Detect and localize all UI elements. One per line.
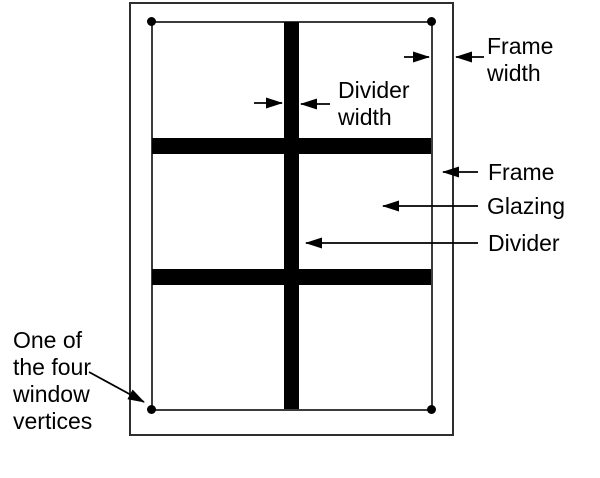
window-vertex-dot-top-left <box>147 17 156 26</box>
divider-label: Divider <box>488 230 560 256</box>
horizontal-divider-bar-2 <box>152 269 431 285</box>
outer-frame-rect <box>129 2 454 436</box>
frame-label: Frame <box>488 159 555 185</box>
window-vertex-dot-top-right <box>427 17 436 26</box>
vertical-divider-bar <box>284 22 299 409</box>
horizontal-divider-bar-1 <box>152 138 431 154</box>
divider-width-label: Divider width <box>338 77 410 130</box>
glazing-label: Glazing <box>487 193 565 219</box>
window-vertex-dot-bottom-right <box>427 405 436 414</box>
vertex-note-label: One of the four window vertices <box>13 327 93 434</box>
window-vertex-dot-bottom-left <box>147 405 156 414</box>
frame-width-label: Frame width <box>487 33 554 86</box>
